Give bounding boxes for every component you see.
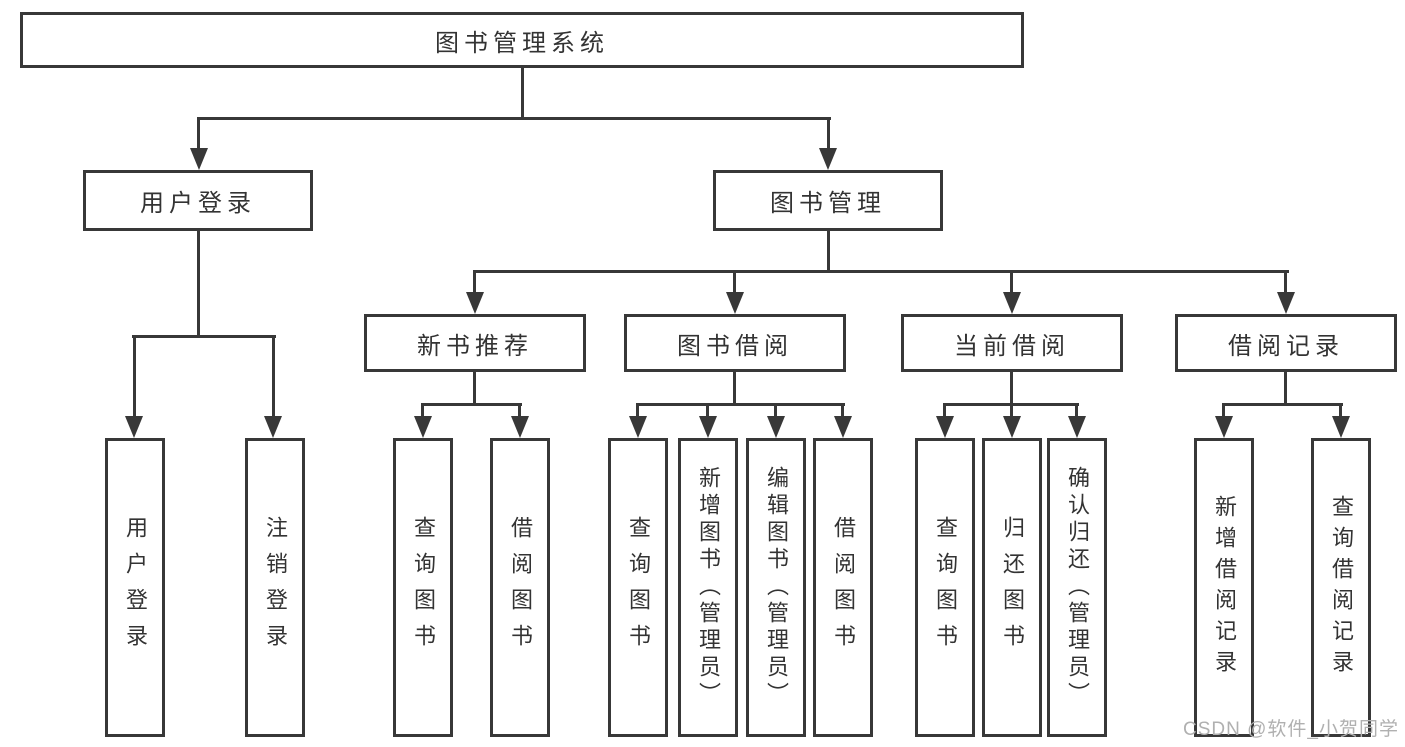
leaf-user-login: 用户登录 bbox=[105, 438, 165, 737]
node-label: 图书借阅 bbox=[677, 332, 793, 360]
connector-line bbox=[827, 228, 830, 273]
connector-line bbox=[197, 117, 200, 151]
node-label: 图书管理系统 bbox=[435, 29, 609, 57]
connector-line bbox=[197, 117, 831, 120]
node-label: 借阅记录 bbox=[1228, 332, 1344, 360]
connector-line bbox=[1284, 270, 1287, 294]
connector-line bbox=[421, 403, 424, 418]
arrow-down-icon bbox=[264, 416, 282, 438]
connector-line bbox=[841, 403, 844, 418]
leaf-borrow-books: 借阅图书 bbox=[813, 438, 873, 737]
leaf-query-books-current: 查询图书 bbox=[915, 438, 975, 737]
leaf-query-borrow-record: 查询借阅记录 bbox=[1311, 438, 1371, 737]
arrow-down-icon bbox=[1332, 416, 1350, 438]
connector-line bbox=[272, 335, 275, 418]
arrow-down-icon bbox=[834, 416, 852, 438]
leaf-borrow-books-recommend: 借阅图书 bbox=[490, 438, 550, 737]
connector-line bbox=[1222, 403, 1225, 418]
connector-line bbox=[473, 370, 476, 406]
arrow-down-icon bbox=[1277, 292, 1295, 314]
leaf-logout: 注销登录 bbox=[245, 438, 305, 737]
csdn-watermark: CSDN @软件_小贺同学 bbox=[1183, 719, 1399, 740]
connector-line bbox=[518, 403, 521, 418]
connector-line bbox=[133, 335, 136, 418]
node-book-management: 图书管理 bbox=[713, 170, 943, 231]
node-label: 新书推荐 bbox=[417, 332, 533, 360]
node-label: 图书管理 bbox=[770, 190, 886, 217]
node-label: 用户登录 bbox=[140, 190, 256, 217]
connector-line bbox=[1010, 403, 1013, 418]
node-label: 当前借阅 bbox=[954, 332, 1070, 360]
node-user-login: 用户登录 bbox=[83, 170, 313, 231]
arrow-down-icon bbox=[1003, 292, 1021, 314]
arrow-down-icon bbox=[1003, 416, 1021, 438]
connector-line bbox=[636, 403, 845, 406]
arrow-down-icon bbox=[125, 416, 143, 438]
connector-line bbox=[473, 270, 1289, 273]
arrow-down-icon bbox=[466, 292, 484, 314]
arrow-down-icon bbox=[767, 416, 785, 438]
leaf-confirm-return-admin: 确认归还（管理员） bbox=[1047, 438, 1107, 737]
arrow-down-icon bbox=[190, 148, 208, 170]
connector-line bbox=[1339, 403, 1342, 418]
connector-line bbox=[636, 403, 639, 418]
leaf-add-borrow-record: 新增借阅记录 bbox=[1194, 438, 1254, 737]
leaf-add-book-admin: 新增图书（管理员） bbox=[678, 438, 738, 737]
connector-line bbox=[943, 403, 946, 418]
arrow-down-icon bbox=[414, 416, 432, 438]
connector-line bbox=[1284, 370, 1287, 406]
arrow-down-icon bbox=[511, 416, 529, 438]
connector-line bbox=[1010, 370, 1013, 406]
connector-line bbox=[421, 403, 522, 406]
node-new-book-recommend: 新书推荐 bbox=[364, 314, 586, 372]
arrow-down-icon bbox=[726, 292, 744, 314]
node-library-management-system: 图书管理系统 bbox=[20, 12, 1024, 68]
node-current-borrow: 当前借阅 bbox=[901, 314, 1123, 372]
arrow-down-icon bbox=[936, 416, 954, 438]
leaf-return-book: 归还图书 bbox=[982, 438, 1042, 737]
connector-line bbox=[521, 66, 524, 120]
arrow-down-icon bbox=[1215, 416, 1233, 438]
connector-line bbox=[774, 403, 777, 418]
connector-line bbox=[1222, 403, 1343, 406]
arrow-down-icon bbox=[629, 416, 647, 438]
node-book-borrow: 图书借阅 bbox=[624, 314, 846, 372]
arrow-down-icon bbox=[819, 148, 837, 170]
arrow-down-icon bbox=[1068, 416, 1086, 438]
leaf-query-books-recommend: 查询图书 bbox=[393, 438, 453, 737]
node-borrow-records: 借阅记录 bbox=[1175, 314, 1397, 372]
connector-line bbox=[1010, 270, 1013, 294]
connector-line bbox=[733, 270, 736, 294]
arrow-down-icon bbox=[699, 416, 717, 438]
connector-line bbox=[733, 370, 736, 406]
connector-line bbox=[473, 270, 476, 294]
connector-line bbox=[132, 335, 276, 338]
connector-line bbox=[827, 117, 830, 151]
connector-line bbox=[1075, 403, 1078, 418]
leaf-query-books-borrow: 查询图书 bbox=[608, 438, 668, 737]
connector-line bbox=[197, 228, 200, 338]
leaf-edit-book-admin: 编辑图书（管理员） bbox=[746, 438, 806, 737]
connector-line bbox=[706, 403, 709, 418]
